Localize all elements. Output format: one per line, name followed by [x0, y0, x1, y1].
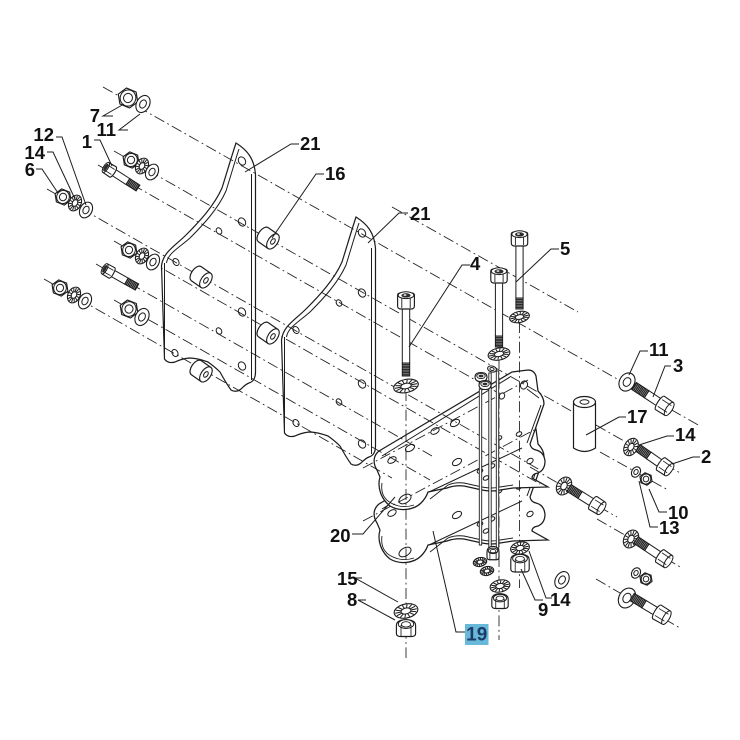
svg-text:11: 11	[649, 339, 669, 360]
svg-text:4: 4	[470, 253, 481, 274]
svg-text:14: 14	[24, 142, 45, 163]
svg-text:7: 7	[90, 105, 100, 126]
svg-text:19: 19	[466, 625, 487, 646]
svg-text:15: 15	[337, 568, 358, 589]
svg-text:5: 5	[560, 238, 570, 259]
svg-text:14: 14	[550, 589, 571, 610]
svg-text:16: 16	[325, 163, 346, 184]
svg-text:9: 9	[538, 599, 548, 620]
svg-text:20: 20	[330, 525, 351, 546]
svg-text:11: 11	[96, 119, 116, 140]
svg-text:1: 1	[82, 131, 92, 152]
svg-text:2: 2	[701, 446, 711, 467]
svg-text:17: 17	[627, 406, 648, 427]
svg-text:13: 13	[659, 517, 680, 538]
svg-text:21: 21	[300, 133, 321, 154]
svg-text:10: 10	[668, 502, 689, 523]
svg-text:3: 3	[673, 355, 683, 376]
svg-text:12: 12	[33, 124, 54, 145]
svg-text:8: 8	[347, 589, 357, 610]
svg-text:6: 6	[25, 159, 35, 180]
svg-text:14: 14	[675, 424, 696, 445]
svg-text:21: 21	[410, 203, 431, 224]
